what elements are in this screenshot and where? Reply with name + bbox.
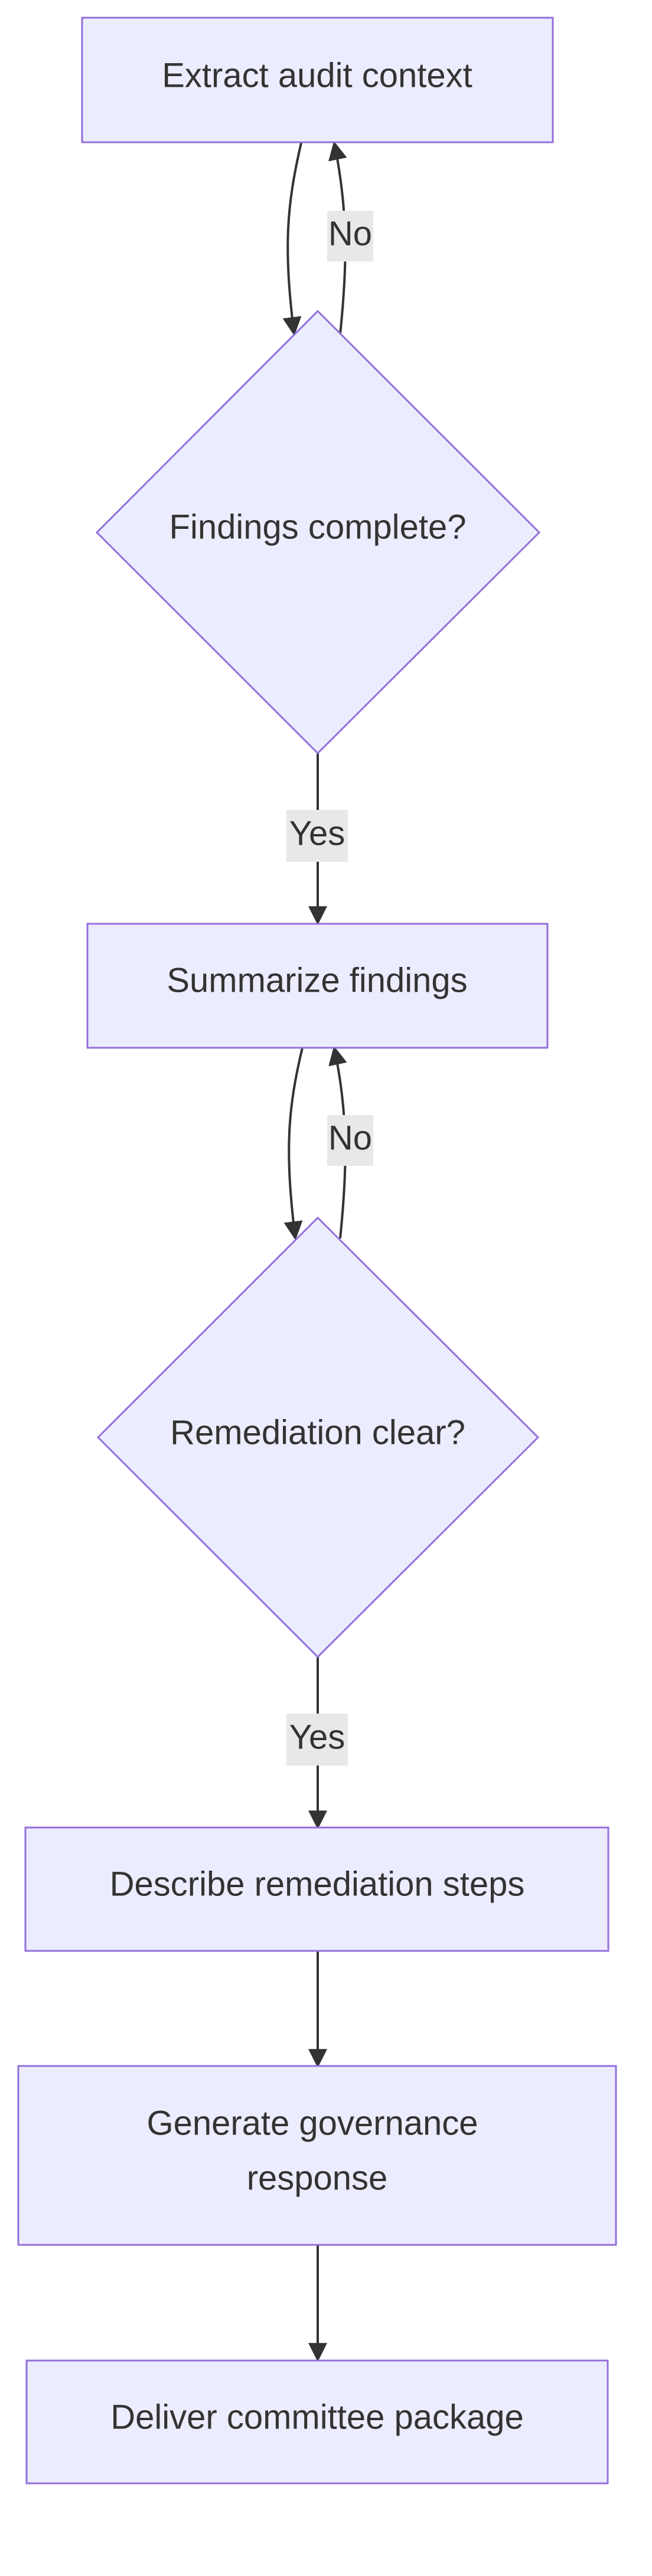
- svg-text:Yes: Yes: [289, 1718, 345, 1756]
- edge-label-remediation-yes: Yes: [286, 1714, 348, 1766]
- svg-text:Findings complete?: Findings complete?: [169, 508, 467, 546]
- edge-label-findings-no: No: [327, 211, 373, 261]
- edge-label-remediation-no: No: [327, 1115, 373, 1166]
- svg-text:Deliver committee package: Deliver committee package: [110, 2398, 524, 2436]
- svg-text:Extract audit context: Extract audit context: [162, 56, 472, 94]
- edge-summarize-to-remediation: [283, 1047, 304, 1241]
- svg-text:Remediation clear?: Remediation clear?: [170, 1413, 465, 1452]
- decision-findings-complete: Findings complete?: [95, 309, 541, 755]
- edge-extract-to-findings: [282, 142, 302, 336]
- svg-text:response: response: [247, 2159, 388, 2197]
- node-generate-governance-response: Generate governance response: [17, 2065, 617, 2246]
- node-describe-remediation-steps: Describe remediation steps: [24, 1826, 609, 1952]
- node-summarize-findings: Summarize findings: [86, 923, 549, 1049]
- svg-text:Yes: Yes: [289, 814, 345, 852]
- node-extract-audit-context: Extract audit context: [81, 17, 554, 143]
- svg-text:Generate governance: Generate governance: [146, 2104, 478, 2142]
- svg-text:Describe remediation steps: Describe remediation steps: [110, 1865, 525, 1903]
- svg-text:No: No: [328, 1119, 372, 1157]
- edge-label-findings-yes: Yes: [286, 810, 348, 862]
- decision-remediation-clear: Remediation clear?: [96, 1216, 540, 1659]
- svg-text:No: No: [328, 214, 372, 253]
- node-deliver-committee-package: Deliver committee package: [25, 2359, 609, 2485]
- svg-text:Summarize findings: Summarize findings: [167, 961, 467, 999]
